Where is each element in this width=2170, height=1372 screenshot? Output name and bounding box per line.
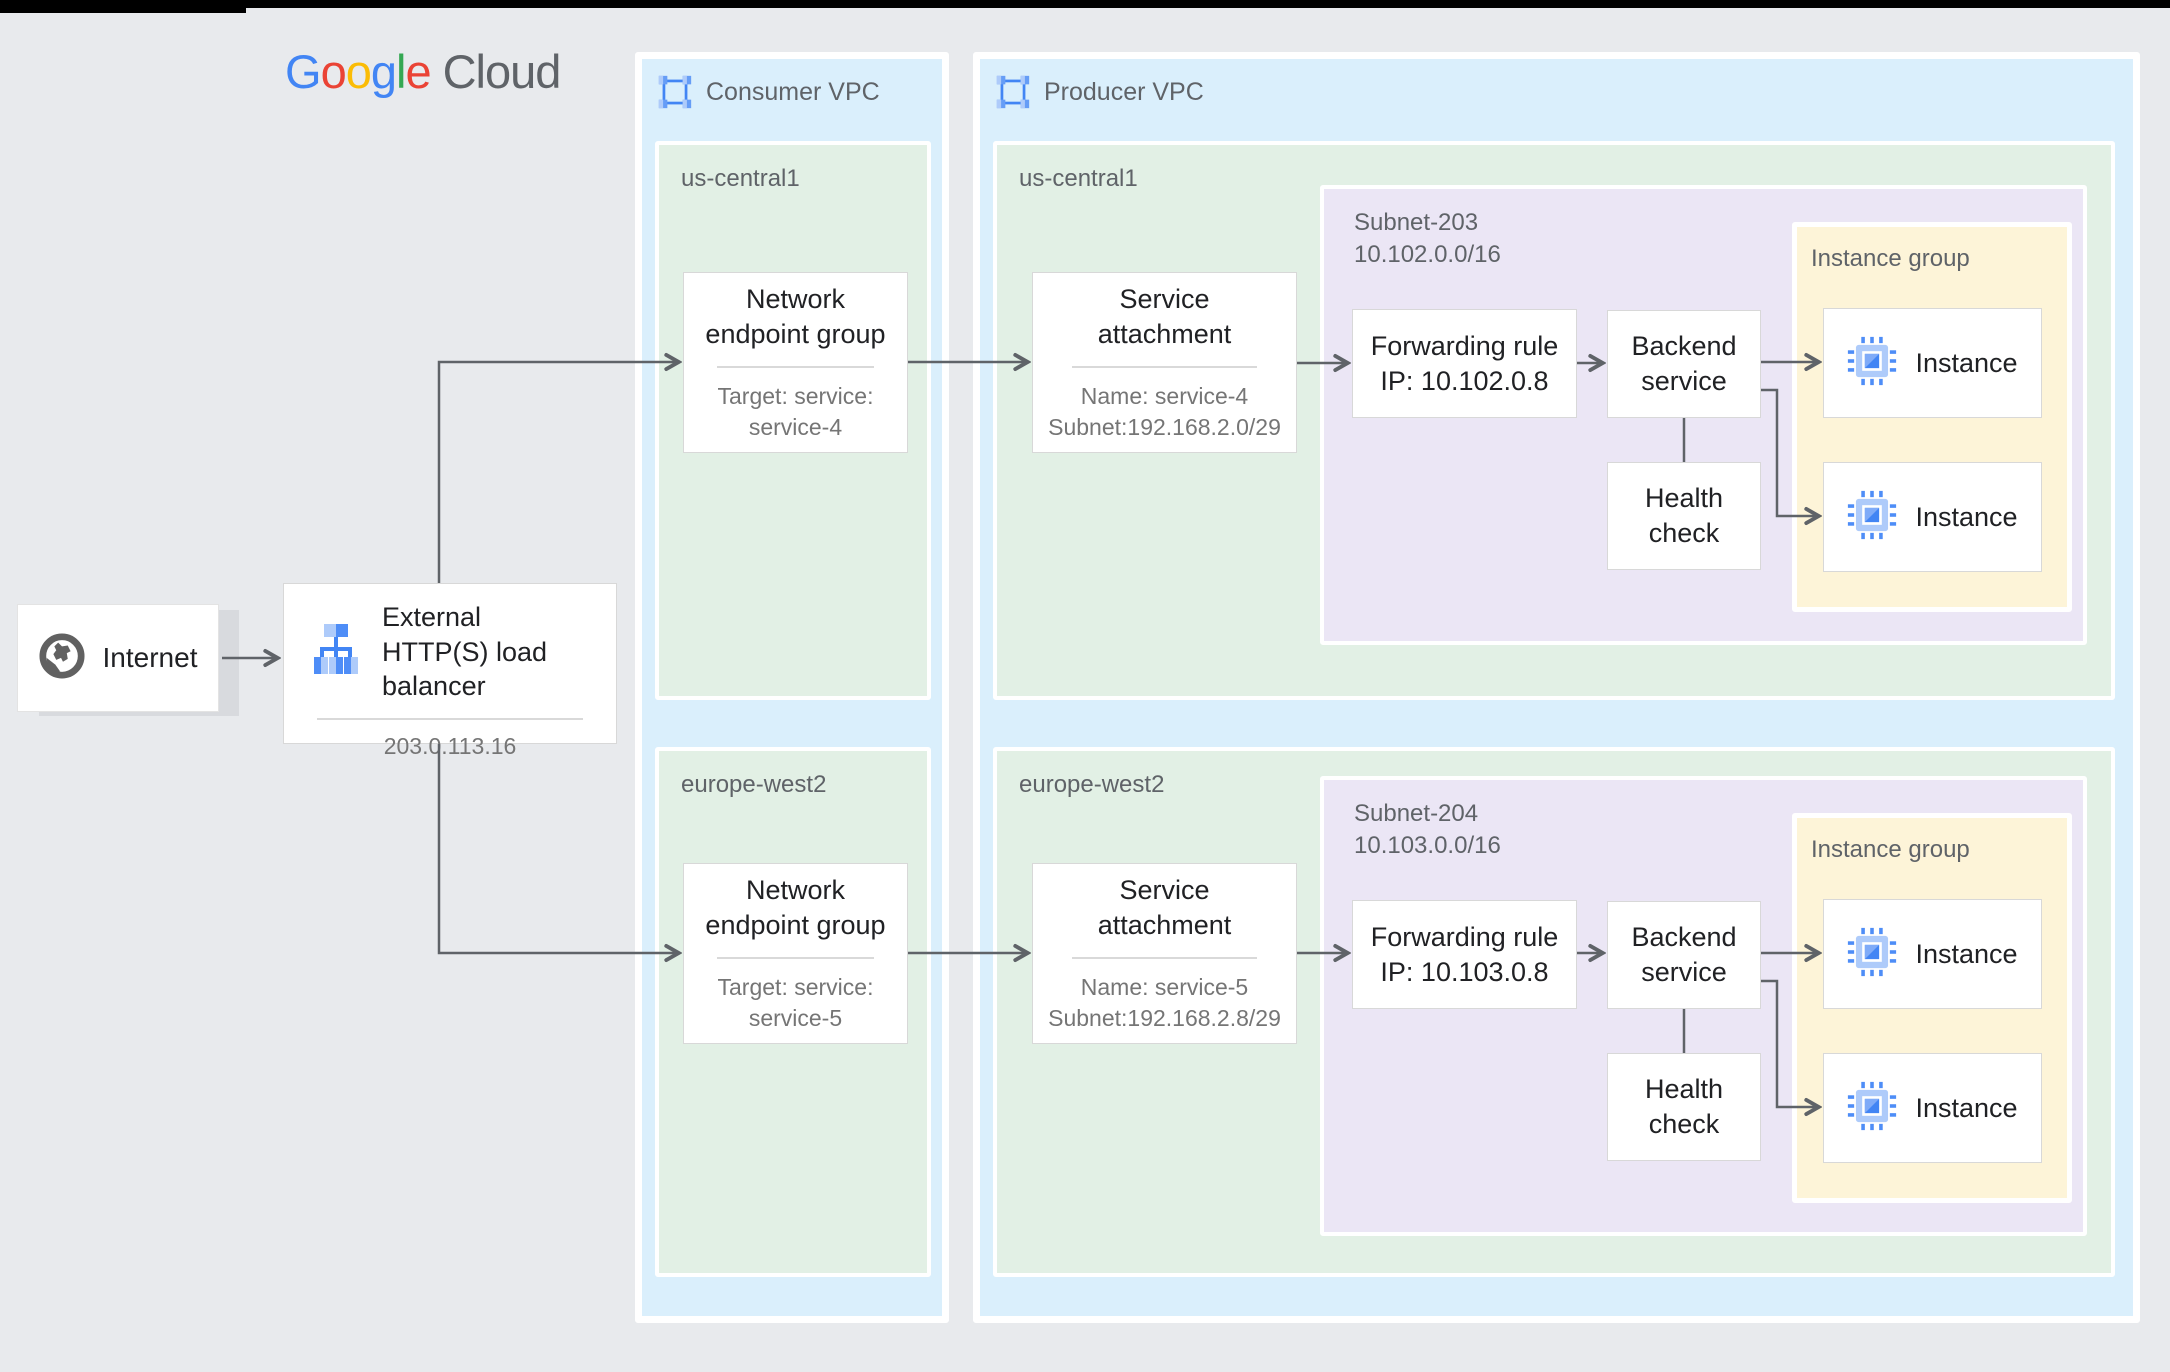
load-balancer-title: External HTTP(S) load balancer [382, 602, 548, 702]
backend-service-label: Backend service [1631, 922, 1737, 987]
forwarding-rule-box-us-central1: Forwarding rule IP: 10.102.0.8 [1352, 309, 1577, 418]
internet-box: Internet [17, 604, 219, 712]
health-check-label: Health check [1644, 483, 1724, 548]
instance-box: Instance [1823, 308, 2042, 418]
health-check-box-europe-west2: Health check [1607, 1053, 1761, 1161]
service-attachment-title: Service attachment [1097, 284, 1232, 349]
neg-target-line2: service-4 [748, 414, 843, 441]
subnet-label: Subnet-204 10.103.0.0/16 [1354, 798, 1501, 863]
forwarding-rule-line2: IP: 10.103.0.8 [1380, 956, 1549, 987]
health-check-label: Health check [1644, 1074, 1724, 1139]
forwarding-rule-line2: IP: 10.102.0.8 [1380, 365, 1549, 396]
compute-instance-icon [1847, 336, 1897, 391]
forwarding-rule-text: Forwarding rule IP: 10.102.0.8 [1371, 329, 1559, 398]
instance-label: Instance [1915, 1092, 2018, 1123]
instance-box: Instance [1823, 462, 2042, 572]
divider [317, 717, 583, 720]
service-attachment-name: Name: service-5 [1080, 974, 1249, 1001]
window-tab-bar [0, 0, 246, 13]
load-balancer-row: External HTTP(S) load balancer [284, 600, 616, 704]
backend-service-label: Backend service [1631, 331, 1737, 396]
compute-instance-icon [1847, 1081, 1897, 1136]
service-attachment-details: Name: service-5 Subnet:192.168.2.8/29 [1048, 972, 1281, 1033]
divider [717, 366, 874, 369]
instance-label: Instance [1915, 501, 2018, 532]
forwarding-rule-box-europe-west2: Forwarding rule IP: 10.103.0.8 [1352, 900, 1577, 1009]
compute-instance-icon [1847, 927, 1897, 982]
backend-service-box-europe-west2: Backend service [1607, 901, 1761, 1009]
forwarding-rule-text: Forwarding rule IP: 10.103.0.8 [1371, 920, 1559, 989]
network-endpoint-group-box-europe-west2: Network endpoint group Target: service: … [683, 863, 908, 1044]
producer-vpc-label: Producer VPC [1044, 77, 1204, 106]
neg-title: Network endpoint group [705, 284, 886, 349]
instance-label: Instance [1915, 938, 2018, 969]
google-logo-cloud-text: Cloud [442, 45, 562, 98]
neg-target: Target: service: service-4 [718, 381, 874, 442]
forwarding-rule-line1: Forwarding rule [1370, 330, 1559, 361]
region-label: us-central1 [1019, 165, 1138, 192]
google-cloud-logo: Google Cloud [285, 44, 562, 99]
load-balancer-box: External HTTP(S) load balancer 203.0.113… [283, 583, 617, 759]
service-attachment-box-europe-west2: Service attachment Name: service-5 Subne… [1032, 863, 1297, 1044]
region-label: europe-west2 [681, 771, 827, 798]
producer-vpc-header: Producer VPC [996, 75, 1204, 109]
consumer-vpc-label: Consumer VPC [706, 77, 880, 106]
vpc-network-icon [658, 75, 692, 109]
neg-target: Target: service: service-5 [718, 972, 874, 1033]
divider [1072, 366, 1257, 369]
region-label: us-central1 [681, 165, 800, 192]
instance-box: Instance [1823, 1053, 2042, 1163]
neg-target-line1: Target: service: [717, 383, 874, 410]
internet-label: Internet [102, 642, 198, 674]
subnet-cidr: 10.102.0.0/16 [1354, 241, 1501, 269]
service-attachment-details: Name: service-4 Subnet:192.168.2.0/29 [1048, 381, 1281, 442]
instance-label: Instance [1915, 347, 2018, 378]
google-logo-wordmark: Google [285, 45, 432, 98]
backend-service-box-us-central1: Backend service [1607, 310, 1761, 418]
load-balancer-ip: 203.0.113.16 [383, 732, 517, 759]
subnet-cidr: 10.103.0.0/16 [1354, 832, 1501, 860]
compute-instance-icon [1847, 490, 1897, 545]
neg-target-line1: Target: service: [717, 974, 874, 1001]
vpc-network-icon [996, 75, 1030, 109]
service-attachment-name: Name: service-4 [1080, 383, 1249, 410]
forwarding-rule-line1: Forwarding rule [1370, 921, 1559, 952]
instance-group-label: Instance group [1811, 836, 1970, 863]
subnet-name: Subnet-203 [1354, 209, 1479, 236]
service-attachment-subnet: Subnet:192.168.2.0/29 [1048, 414, 1281, 441]
neg-target-line2: service-5 [748, 1005, 843, 1032]
window-top-edge [0, 0, 2170, 8]
globe-icon [38, 632, 85, 684]
health-check-box-us-central1: Health check [1607, 462, 1761, 570]
instance-box: Instance [1823, 899, 2042, 1009]
divider [1072, 957, 1257, 960]
region-label: europe-west2 [1019, 771, 1165, 798]
divider [717, 957, 874, 960]
service-attachment-subnet: Subnet:192.168.2.8/29 [1048, 1005, 1281, 1032]
service-attachment-title: Service attachment [1097, 875, 1232, 940]
load-balancer-icon [312, 623, 360, 680]
subnet-label: Subnet-203 10.102.0.0/16 [1354, 207, 1501, 272]
subnet-name: Subnet-204 [1354, 800, 1479, 827]
instance-group-label: Instance group [1811, 245, 1970, 272]
neg-title: Network endpoint group [705, 875, 886, 940]
service-attachment-box-us-central1: Service attachment Name: service-4 Subne… [1032, 272, 1297, 453]
consumer-vpc-header: Consumer VPC [658, 75, 880, 109]
network-endpoint-group-box-us-central1: Network endpoint group Target: service: … [683, 272, 908, 453]
